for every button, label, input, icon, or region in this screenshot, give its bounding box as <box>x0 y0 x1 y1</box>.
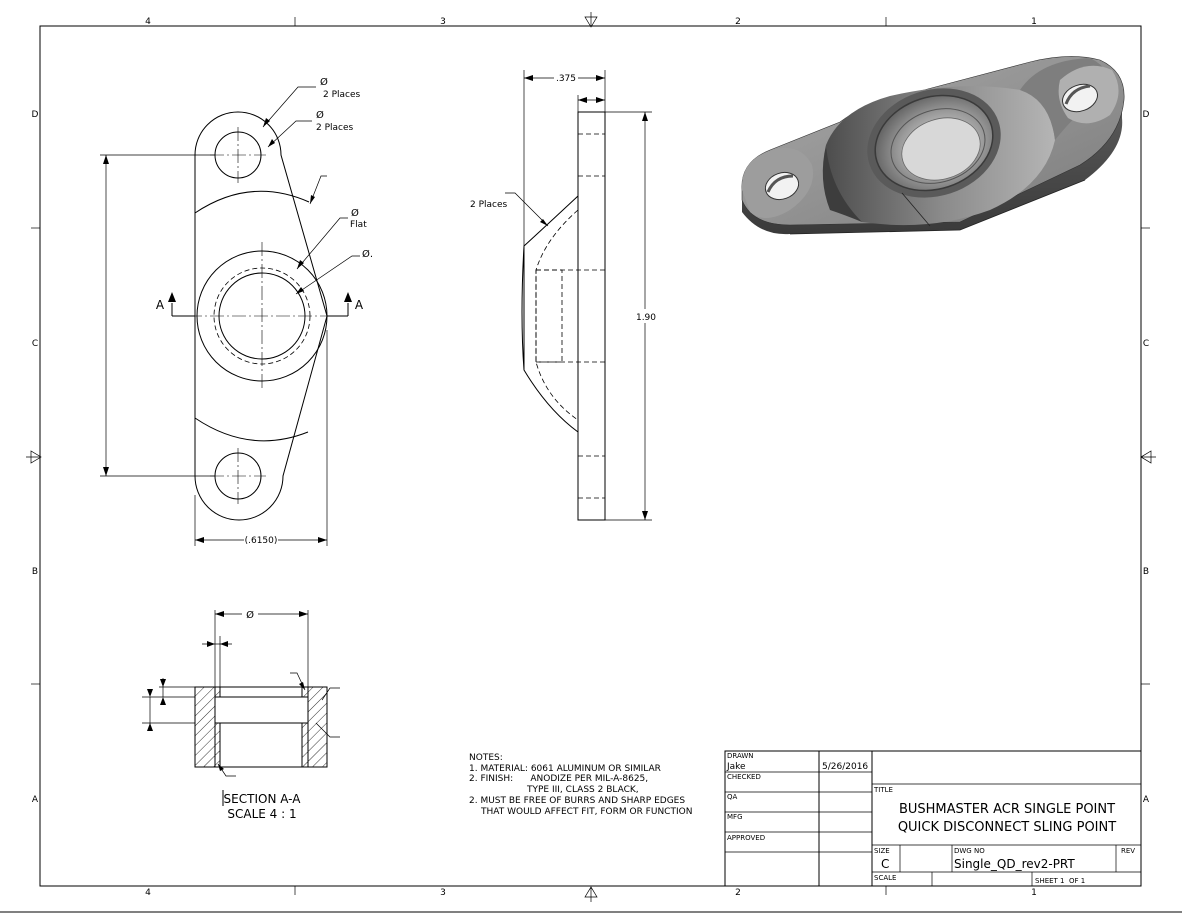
zone-row-label: A <box>32 795 39 805</box>
callout-symbol: Ø <box>316 109 324 121</box>
zone-row-label: A <box>1143 795 1150 805</box>
notes-heading: NOTES: <box>469 753 503 763</box>
notes: NOTES: 1. MATERIAL: 6061 ALUMINUM OR SIM… <box>469 753 692 817</box>
drawn-label: DRAWN <box>727 752 754 760</box>
sheet-border <box>0 12 1182 913</box>
fillet-note: 2 Places <box>470 200 508 210</box>
thickness-dimension: .375 <box>556 74 576 84</box>
callout-symbol: Ø <box>320 76 328 88</box>
zone-col-label: 1 <box>1031 17 1037 27</box>
zone-col-label: 2 <box>735 888 741 898</box>
bore-dimension: Ø <box>246 609 254 621</box>
section-marker-left: A <box>156 298 165 312</box>
sheet-number: SHEET 1 OF 1 <box>1035 877 1085 885</box>
width-dimension: (.6150) <box>245 536 278 546</box>
zone-col-label: 4 <box>145 888 151 898</box>
drawing-title-line2: QUICK DISCONNECT SLING POINT <box>898 820 1116 835</box>
note-line: 2. MUST BE FREE OF BURRS AND SHARP EDGES <box>469 796 685 806</box>
zone-row-label: B <box>1143 567 1149 577</box>
zone-col-label: 4 <box>145 17 151 27</box>
zone-row-label: D <box>32 110 39 120</box>
rev-label: REV <box>1121 847 1135 855</box>
zone-row-label: D <box>1143 110 1150 120</box>
top-view: (.6150) A A Ø 2 Places Ø 2 Places Ø Flat… <box>100 76 373 546</box>
render-hole-left <box>764 171 800 201</box>
title-block: DRAWN Jake 5/26/2016 CHECKED QA MFG APPR… <box>724 750 1142 887</box>
dwg-no-value: Single_QD_rev2-PRT <box>954 857 1075 871</box>
render-hole-right <box>1062 83 1098 113</box>
note-line: 2. FINISH: ANODIZE PER MIL-A-8625, <box>469 774 648 784</box>
zone-col-label: 1 <box>1031 888 1037 898</box>
qa-label: QA <box>727 793 738 801</box>
drawn-date: 5/26/2016 <box>822 762 868 772</box>
zone-row-label: C <box>1143 339 1149 349</box>
zone-col-label: 3 <box>440 17 446 27</box>
height-dimension: 1.90 <box>636 313 656 323</box>
section-title: SECTION A-A <box>224 792 302 806</box>
scale-label: SCALE <box>874 874 896 882</box>
callout-symbol: Ø. <box>362 248 373 260</box>
checked-label: CHECKED <box>727 773 761 781</box>
side-view: .375 1.90 2 Places <box>470 70 658 521</box>
section-scale: SCALE 4 : 1 <box>227 807 296 821</box>
zone-col-label: 2 <box>735 17 741 27</box>
callout-symbol: Ø <box>351 207 359 219</box>
isometric-render <box>741 56 1125 235</box>
zone-labels: 4 3 2 1 4 3 2 1 D C B A D C B A <box>32 17 1150 898</box>
callout-note: 2 Places <box>323 90 361 100</box>
approved-label: APPROVED <box>727 834 765 842</box>
callout-note: 2 Places <box>316 123 354 133</box>
center-mark-top <box>584 12 598 28</box>
size-value: C <box>881 857 889 871</box>
note-line: 1. MATERIAL: 6061 ALUMINUM OR SIMILAR <box>469 764 661 774</box>
note-line: THAT WOULD AFFECT FIT, FORM OR FUNCTION <box>480 807 692 817</box>
note-line: TYPE III, CLASS 2 BLACK, <box>526 785 639 795</box>
center-mark-right <box>1140 450 1156 464</box>
title-label: TITLE <box>873 786 893 794</box>
side-view-plate <box>577 111 606 521</box>
drawing-title-line1: BUSHMASTER ACR SINGLE POINT <box>899 802 1115 817</box>
section-marker-right: A <box>355 298 364 312</box>
zone-col-label: 3 <box>440 888 446 898</box>
callout-note: Flat <box>350 220 367 230</box>
dwg-no-label: DWG NO <box>954 847 985 855</box>
top-view-outline <box>194 111 328 521</box>
mfg-label: MFG <box>727 813 743 821</box>
size-label: SIZE <box>874 847 890 855</box>
center-mark-bottom <box>584 886 598 902</box>
zone-row-label: B <box>32 567 38 577</box>
zone-row-label: C <box>32 339 38 349</box>
section-a-a: Ø SECTION A-A SCALE 4 : 1 <box>142 607 340 821</box>
drawn-by: Jake <box>726 762 746 772</box>
center-mark-left <box>26 450 42 464</box>
